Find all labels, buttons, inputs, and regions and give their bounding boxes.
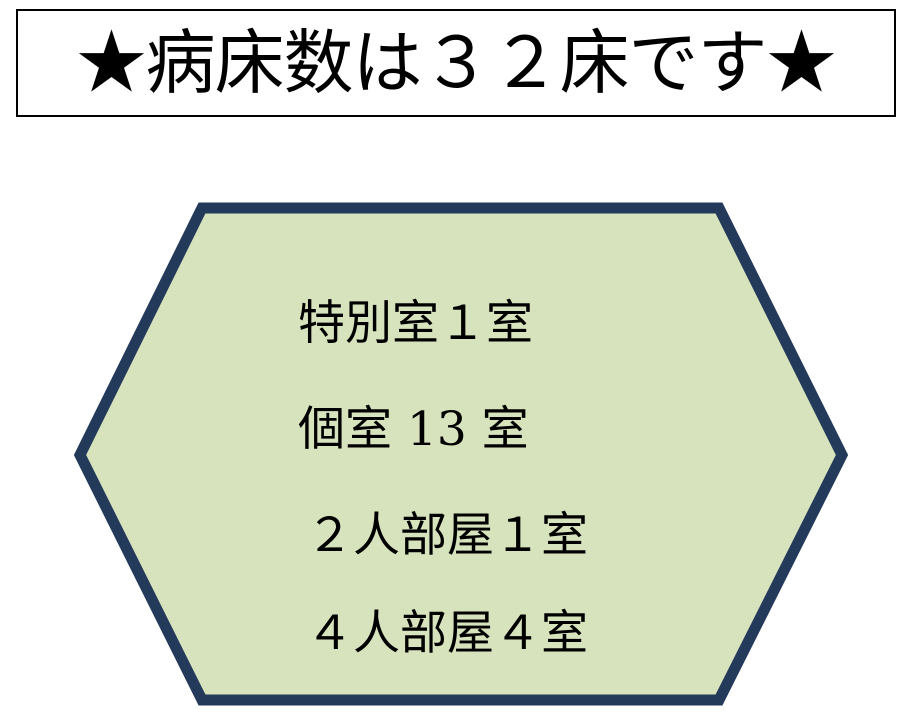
bed-count-title: ★病床数は３２床です★ <box>76 22 837 104</box>
title-banner: ★病床数は３２床です★ <box>16 9 896 117</box>
room-line-quad: ４人部屋４室 <box>306 606 588 661</box>
room-line-double: ２人部屋１室 <box>306 508 588 563</box>
hexagon-outline <box>73 202 849 706</box>
room-line-private: 個室 13 室 <box>298 402 529 457</box>
room-line-special: 特別室１室 <box>298 296 533 351</box>
